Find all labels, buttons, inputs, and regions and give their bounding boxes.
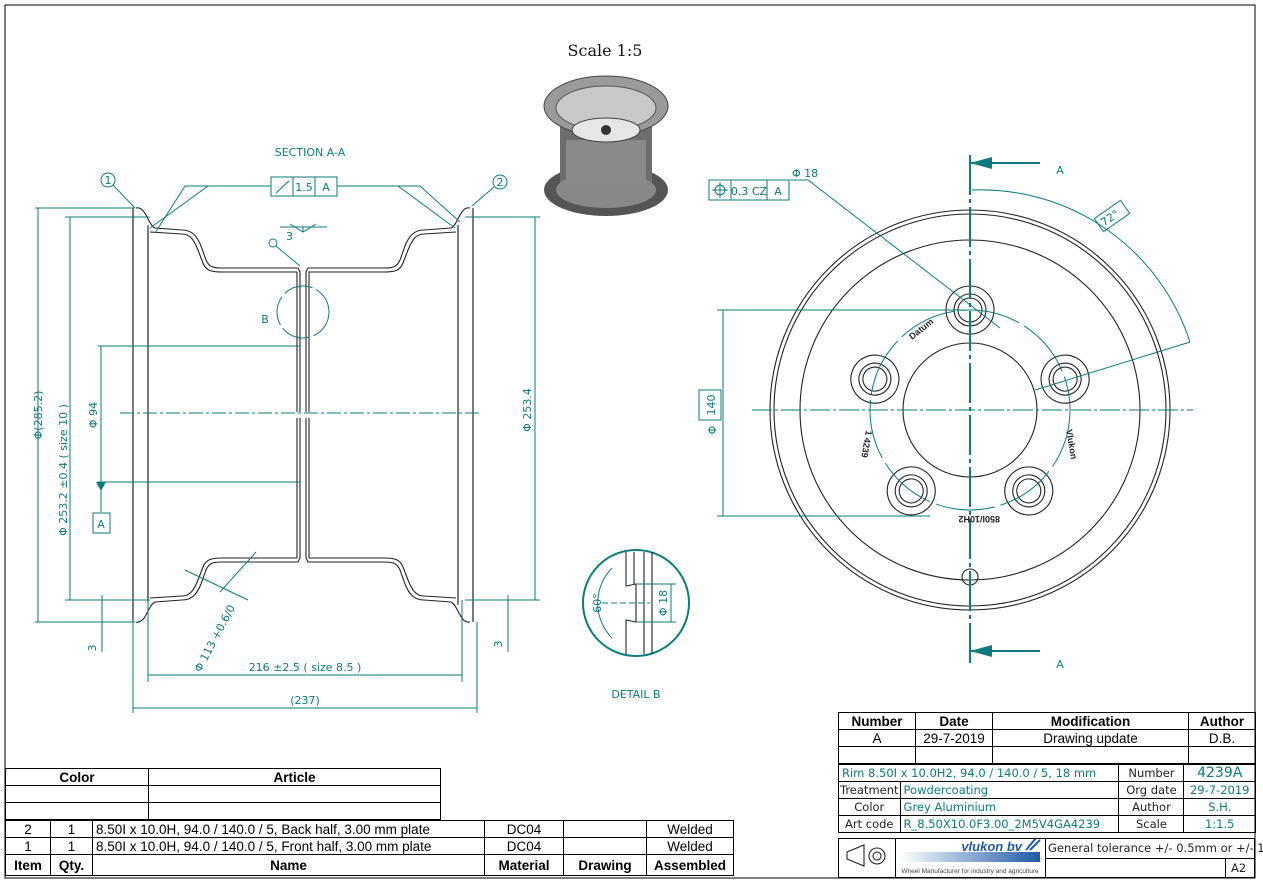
marking-size: 850I/10H2	[958, 514, 1000, 524]
rev-header-modification: Modification	[992, 712, 1189, 730]
marking-number: 1 4239	[859, 430, 874, 459]
author-label: Author	[1118, 798, 1185, 816]
detail-view: Φ 18 60° DETAIL B	[582, 549, 690, 701]
bead-diameter-dim: Φ 113 +0.6/0	[192, 603, 238, 674]
treatment-value: Powdercoating	[899, 781, 1120, 799]
sheet-border	[4, 4, 1256, 879]
seat-diameter-dim: Φ 253.2 ±0.4 ( size 10 )	[57, 404, 70, 536]
number-label: Number	[1118, 764, 1185, 782]
hole-diameter-dim: Φ 18	[792, 167, 818, 180]
color-value: Grey Aluminium	[899, 798, 1120, 816]
runout-tolerance: 1.5	[295, 181, 313, 194]
title-block-footer: General tolerance +/- 0.5mm or +/- 1° A2	[838, 838, 1263, 878]
art-code-value: R_8.50X10.0F3.00_2M5V4GA4239	[899, 815, 1120, 833]
thickness-right-dim: 3	[492, 641, 505, 648]
scale-value: 1:1.5	[1183, 815, 1256, 833]
position-datum: A	[774, 185, 782, 198]
treatment-label: Treatment	[838, 781, 901, 799]
bom-header-name: Name	[92, 854, 485, 876]
section-mark-top: A	[1056, 164, 1064, 177]
bom-material: DC04	[484, 820, 564, 838]
bom-qty: 1	[50, 837, 93, 855]
logo-name: vlukon bv	[961, 839, 1022, 854]
scale-label: Scale 1:5	[568, 41, 643, 60]
bom-material: DC04	[484, 837, 564, 855]
rev-date: 29-7-2019	[915, 729, 993, 747]
rev-header-date: Date	[915, 712, 993, 730]
front-view-annotations: A A 0.3 CZ A Φ 18 72° 140 Φ	[698, 157, 1191, 671]
bom-drawing	[563, 837, 647, 855]
weld-size: 3	[286, 230, 293, 243]
outer-diameter-dim: Φ(285.2)	[32, 391, 45, 440]
bolt-circle-dim: 140	[705, 395, 718, 416]
sheet-size: A2	[1231, 861, 1247, 875]
detail-angle-dim: 60°	[591, 593, 604, 613]
datum-a: A	[97, 518, 105, 531]
color-label: Color	[838, 798, 901, 816]
drawing-number: 4239A	[1183, 764, 1256, 782]
balloon-1: 1	[105, 174, 112, 187]
marking-brand: Vlukon	[1064, 429, 1079, 460]
section-annotations: 1 2 1.5 A 3 B Φ(285.2) Φ 253.2 ±0.4 ( si…	[32, 172, 540, 713]
detail-title: DETAIL B	[611, 688, 660, 701]
bom-name: 8.50I x 10.0H, 94.0 / 140.0 / 5, Back ha…	[92, 820, 485, 838]
rev-number: A	[838, 729, 916, 747]
runout-datum: A	[322, 181, 330, 194]
bom-assembled: Welded	[646, 837, 734, 855]
part-description: Rim 8.50I x 10.0H2, 94.0 / 140.0 / 5, 18…	[837, 764, 1120, 782]
section-mark-bottom: A	[1056, 658, 1064, 671]
flange-diameter-dim: Φ 253.4	[521, 388, 534, 432]
art-code-label: Art code	[838, 815, 901, 833]
center-bore-dim: Φ 94	[87, 402, 100, 428]
logo-tagline: Wheel Manufacturer for industry and agri…	[901, 868, 1039, 875]
overall-width-dim: (237)	[290, 694, 320, 707]
table-row	[5, 802, 441, 820]
section-title: SECTION A-A	[275, 146, 346, 159]
balloon-2: 2	[497, 176, 504, 189]
bom-qty: 1	[50, 820, 93, 838]
bom-item: 2	[5, 820, 51, 838]
rev-header-number: Number	[838, 712, 916, 730]
front-view: Datum Vlukon 1 4239 850I/10H2	[752, 155, 1193, 665]
section-view	[132, 207, 474, 623]
projection-symbol-icon	[846, 844, 886, 867]
bolt-circle-symbol: Φ	[706, 425, 719, 434]
table-row	[5, 785, 441, 803]
table-row	[838, 746, 1256, 764]
bom-header-drawing: Drawing	[563, 854, 647, 876]
color-header: Color	[5, 768, 149, 786]
org-date-label: Org date	[1118, 781, 1185, 799]
detail-marker: B	[261, 313, 269, 326]
article-header: Article	[148, 768, 441, 786]
bom-header-item: Item	[5, 854, 51, 876]
position-tolerance: 0.3 CZ	[731, 185, 768, 198]
detail-diameter-dim: Φ 18	[657, 590, 670, 616]
bom-header-material: Material	[484, 854, 564, 876]
inner-width-dim: 216 ±2.5 ( size 8.5 )	[249, 661, 362, 674]
bom-item: 1	[5, 837, 51, 855]
bom-header-qty: Qty.	[50, 854, 93, 876]
rev-header-author: Author	[1188, 712, 1256, 730]
scale-label-cell: Scale	[1118, 815, 1185, 833]
thickness-left-dim: 3	[86, 645, 99, 652]
bom-assembled: Welded	[646, 820, 734, 838]
author-value: S.H.	[1183, 798, 1256, 816]
bom-drawing	[563, 820, 647, 838]
rev-modification: Drawing update	[992, 729, 1189, 747]
rev-author: D.B.	[1188, 729, 1256, 747]
title-block: Rim 8.50I x 10.0H2, 94.0 / 140.0 / 5, 18…	[837, 764, 1256, 833]
general-tolerance: General tolerance +/- 0.5mm or +/- 1°	[1048, 841, 1263, 855]
rim-3d-preview	[543, 75, 669, 216]
org-date-value: 29-7-2019	[1183, 781, 1256, 799]
bom-header-assembled: Assembled	[646, 854, 734, 876]
bom-name: 8.50I x 10.0H, 94.0 / 140.0 / 5, Front h…	[92, 837, 485, 855]
company-logo: vlukon bv Wheel Manufacturer for industr…	[900, 837, 1041, 875]
